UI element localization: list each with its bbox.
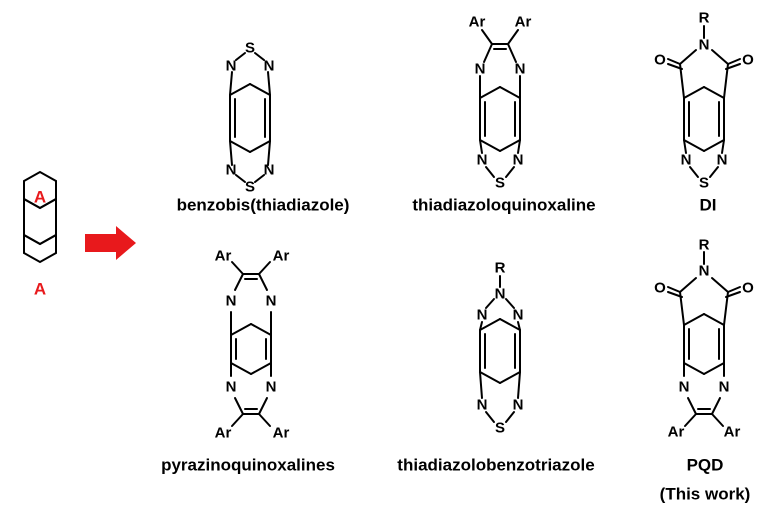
caption-pqd: PQD [687, 456, 724, 475]
caption-pyrazinoquinoxalines: pyrazinoquinoxalines [161, 456, 335, 475]
atom-o: O [654, 52, 666, 69]
ring-label-bottom: A [34, 280, 46, 299]
atom-n: N [477, 397, 488, 414]
atom-n: N [515, 61, 526, 78]
caption-thiadiazoloquinoxaline: thiadiazoloquinoxaline [412, 196, 595, 215]
generic-scaffold [23, 170, 57, 264]
substituent-ar: Ar [515, 14, 532, 31]
atom-s: S [495, 420, 505, 437]
atom-n: N [679, 379, 690, 396]
ring-label-top: A [34, 188, 46, 207]
atom-n: N [226, 162, 237, 179]
atom-s: S [699, 175, 709, 192]
caption-pqd-note: (This work) [660, 485, 751, 504]
caption-thiadiazolobenzotriazole: thiadiazolobenzotriazole [397, 456, 594, 475]
substituent-r: R [699, 237, 710, 254]
caption-benzobisthiadiazole: benzobis(thiadiazole) [177, 196, 350, 215]
atom-n: N [513, 397, 524, 414]
atom-n: N [226, 58, 237, 75]
atom-n: N [475, 61, 486, 78]
substituent-ar: Ar [469, 14, 486, 31]
atom-s: S [245, 179, 255, 196]
substituent-ar: Ar [215, 248, 232, 265]
thiadiazoloquinoxaline-structure [479, 29, 521, 178]
atom-s: S [245, 40, 255, 57]
atom-n: N [264, 58, 275, 75]
benzobisthiadiazole-structure [229, 52, 271, 183]
atom-o: O [742, 280, 754, 297]
atom-n: N [266, 293, 277, 310]
pqd-structure [667, 251, 741, 427]
atom-o: O [742, 52, 754, 69]
atom-n: N [513, 307, 524, 324]
atom-n: N [719, 379, 730, 396]
atom-n: N [264, 162, 275, 179]
atom-n: N [226, 293, 237, 310]
atom-s: S [495, 175, 505, 192]
substituent-ar: Ar [668, 424, 685, 441]
caption-di: DI [700, 196, 717, 215]
substituent-r: R [699, 10, 710, 27]
atom-o: O [654, 280, 666, 297]
atom-n: N [513, 152, 524, 169]
thiadiazolobenzotriazole-structure [479, 275, 521, 423]
right-arrow-icon [85, 226, 136, 260]
atom-n: N [699, 263, 710, 280]
substituent-ar: Ar [724, 424, 741, 441]
atom-n: N [226, 379, 237, 396]
atom-n: N [495, 286, 506, 303]
di-structure [667, 25, 741, 178]
pyrazinoquinoxaline-structure [230, 261, 272, 427]
atom-n: N [477, 152, 488, 169]
substituent-r: R [495, 260, 506, 277]
atom-n: N [717, 152, 728, 169]
substituent-ar: Ar [215, 425, 232, 442]
atom-n: N [477, 307, 488, 324]
atom-n: N [681, 152, 692, 169]
atom-n: N [266, 379, 277, 396]
atom-n: N [699, 37, 710, 54]
substituent-ar: Ar [273, 248, 290, 265]
substituent-ar: Ar [273, 425, 290, 442]
